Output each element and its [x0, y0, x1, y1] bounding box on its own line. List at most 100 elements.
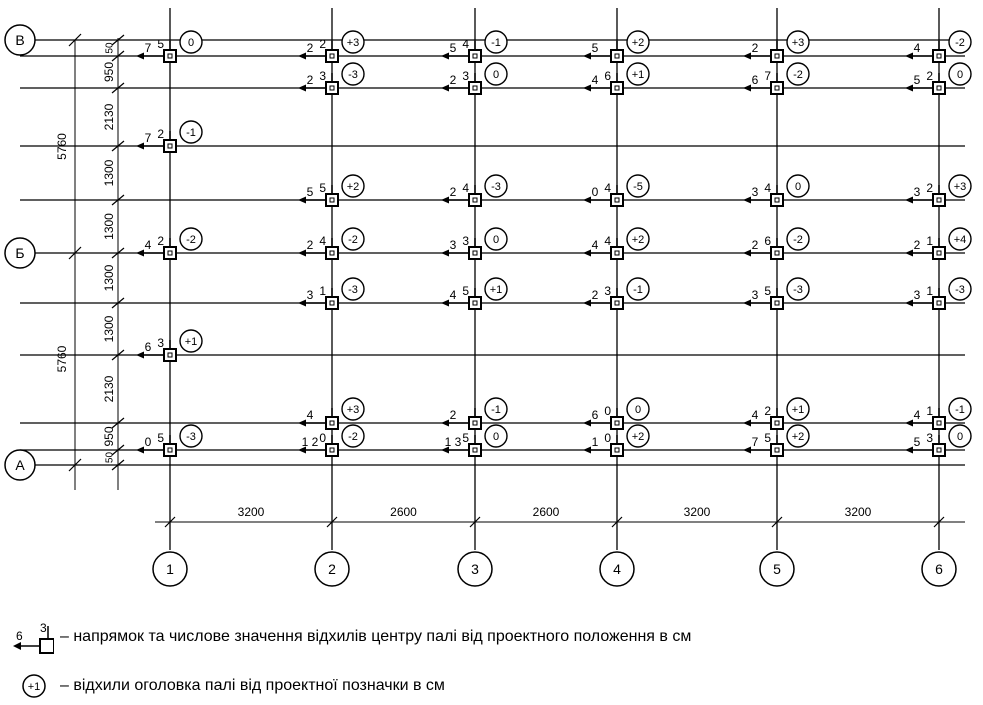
pile-offset-value: 0 — [604, 404, 611, 418]
pile-center — [167, 143, 173, 149]
pile-head-circle — [179, 227, 203, 251]
dimension-tick — [326, 516, 338, 528]
pile-center — [167, 352, 173, 358]
dimension-col-label: 2600 — [390, 505, 417, 519]
pile-center — [329, 197, 335, 203]
pile-deviation-arrowhead — [583, 299, 591, 307]
dimension-tick — [111, 194, 125, 206]
pile-square — [932, 296, 946, 310]
column-axis-label: 4 — [613, 561, 621, 577]
svg-text:+1: +1 — [28, 681, 41, 693]
pile-head-value: 0 — [635, 404, 641, 416]
dimension-tick — [933, 516, 945, 528]
pile-deviation-arrowhead — [583, 84, 591, 92]
pile-square — [163, 139, 177, 153]
pile-head-circle — [179, 120, 203, 144]
pile-deviation-arrowhead — [905, 249, 913, 257]
dimension-tick — [68, 458, 82, 472]
dimension-row-label: 1300 — [102, 159, 116, 186]
pile-head-value: +2 — [632, 37, 645, 49]
pile-offset-value: 5 — [319, 181, 326, 195]
pile-deviation-value: 2 — [592, 288, 599, 302]
pile-head-value: +2 — [632, 234, 645, 246]
pile-square — [163, 443, 177, 457]
pile-head-value: -3 — [348, 69, 358, 81]
pile-deviation-value: 0 — [592, 185, 599, 199]
pile-center — [614, 85, 620, 91]
grid-lines — [20, 8, 965, 550]
pile-square — [932, 49, 946, 63]
column-axis-label: 2 — [328, 561, 336, 577]
pile-head-circle — [786, 30, 810, 54]
pile-deviation-arrowhead — [583, 249, 591, 257]
pile-square — [610, 246, 624, 260]
pile-deviation-arrowhead — [441, 52, 449, 60]
svg-text:6: 6 — [16, 629, 23, 643]
column-axis-bubble — [759, 551, 795, 587]
pile-head-circle — [484, 62, 508, 86]
pile-deviation-arrowhead — [298, 249, 306, 257]
pile-head-circle — [341, 30, 365, 54]
pile-head-value: -1 — [491, 37, 501, 49]
pile-head-circle — [626, 227, 650, 251]
pile-square — [610, 81, 624, 95]
pile-head-value: -3 — [186, 431, 196, 443]
pile-offset-value: 5 — [157, 431, 164, 445]
pile-deviation-value: 4 — [914, 41, 921, 55]
pile-head-circle — [948, 424, 972, 448]
pile-deviation-value: 3 — [914, 288, 921, 302]
pile: +32 — [743, 30, 810, 63]
pile-center — [329, 250, 335, 256]
pile-offset-value: 6 — [764, 234, 771, 248]
pile-center — [614, 447, 620, 453]
pile-head-circle — [626, 397, 650, 421]
pile-offset-value: 6 — [604, 69, 611, 83]
column-axis-bubble — [152, 551, 188, 587]
pile-square — [610, 416, 624, 430]
pile-head-circle — [948, 30, 972, 54]
pile-deviation-value: 3 — [914, 185, 921, 199]
pile-deviation-value: 2 — [307, 238, 314, 252]
pile-square — [468, 193, 482, 207]
dimension-row-label: 950 — [102, 62, 116, 82]
pile-deviation-arrowhead — [441, 446, 449, 454]
pile-deviation-value: 4 — [592, 238, 599, 252]
pile-head-circle — [626, 277, 650, 301]
pile-offset-value: 4 — [462, 181, 469, 195]
dimension-overall-label: 5760 — [55, 345, 69, 372]
pile-deviation-arrowhead — [298, 446, 306, 454]
column-axis-bubble — [921, 551, 957, 587]
column-axis-label: 1 — [166, 561, 174, 577]
pile-square — [610, 443, 624, 457]
pile-deviation-arrowhead — [905, 196, 913, 204]
pile-head-circle — [626, 174, 650, 198]
pile-square — [932, 246, 946, 260]
column-axis-label: 3 — [471, 561, 479, 577]
pile-center — [329, 85, 335, 91]
pile-deviation-value: 2 — [752, 41, 759, 55]
pile-offset-value: 2 — [926, 181, 933, 195]
pile-head-circle — [484, 424, 508, 448]
dimension-row-label: 1300 — [102, 264, 116, 291]
pile-square — [770, 416, 784, 430]
pile-offset-value: 2 — [157, 127, 164, 141]
column-axis-label: 5 — [773, 561, 781, 577]
pile-center — [472, 300, 478, 306]
pile-head-circle — [341, 424, 365, 448]
dimension-row-label: 1300 — [102, 213, 116, 240]
dimension-row-label: 2130 — [102, 375, 116, 402]
pile-square — [770, 193, 784, 207]
pile-square — [770, 296, 784, 310]
